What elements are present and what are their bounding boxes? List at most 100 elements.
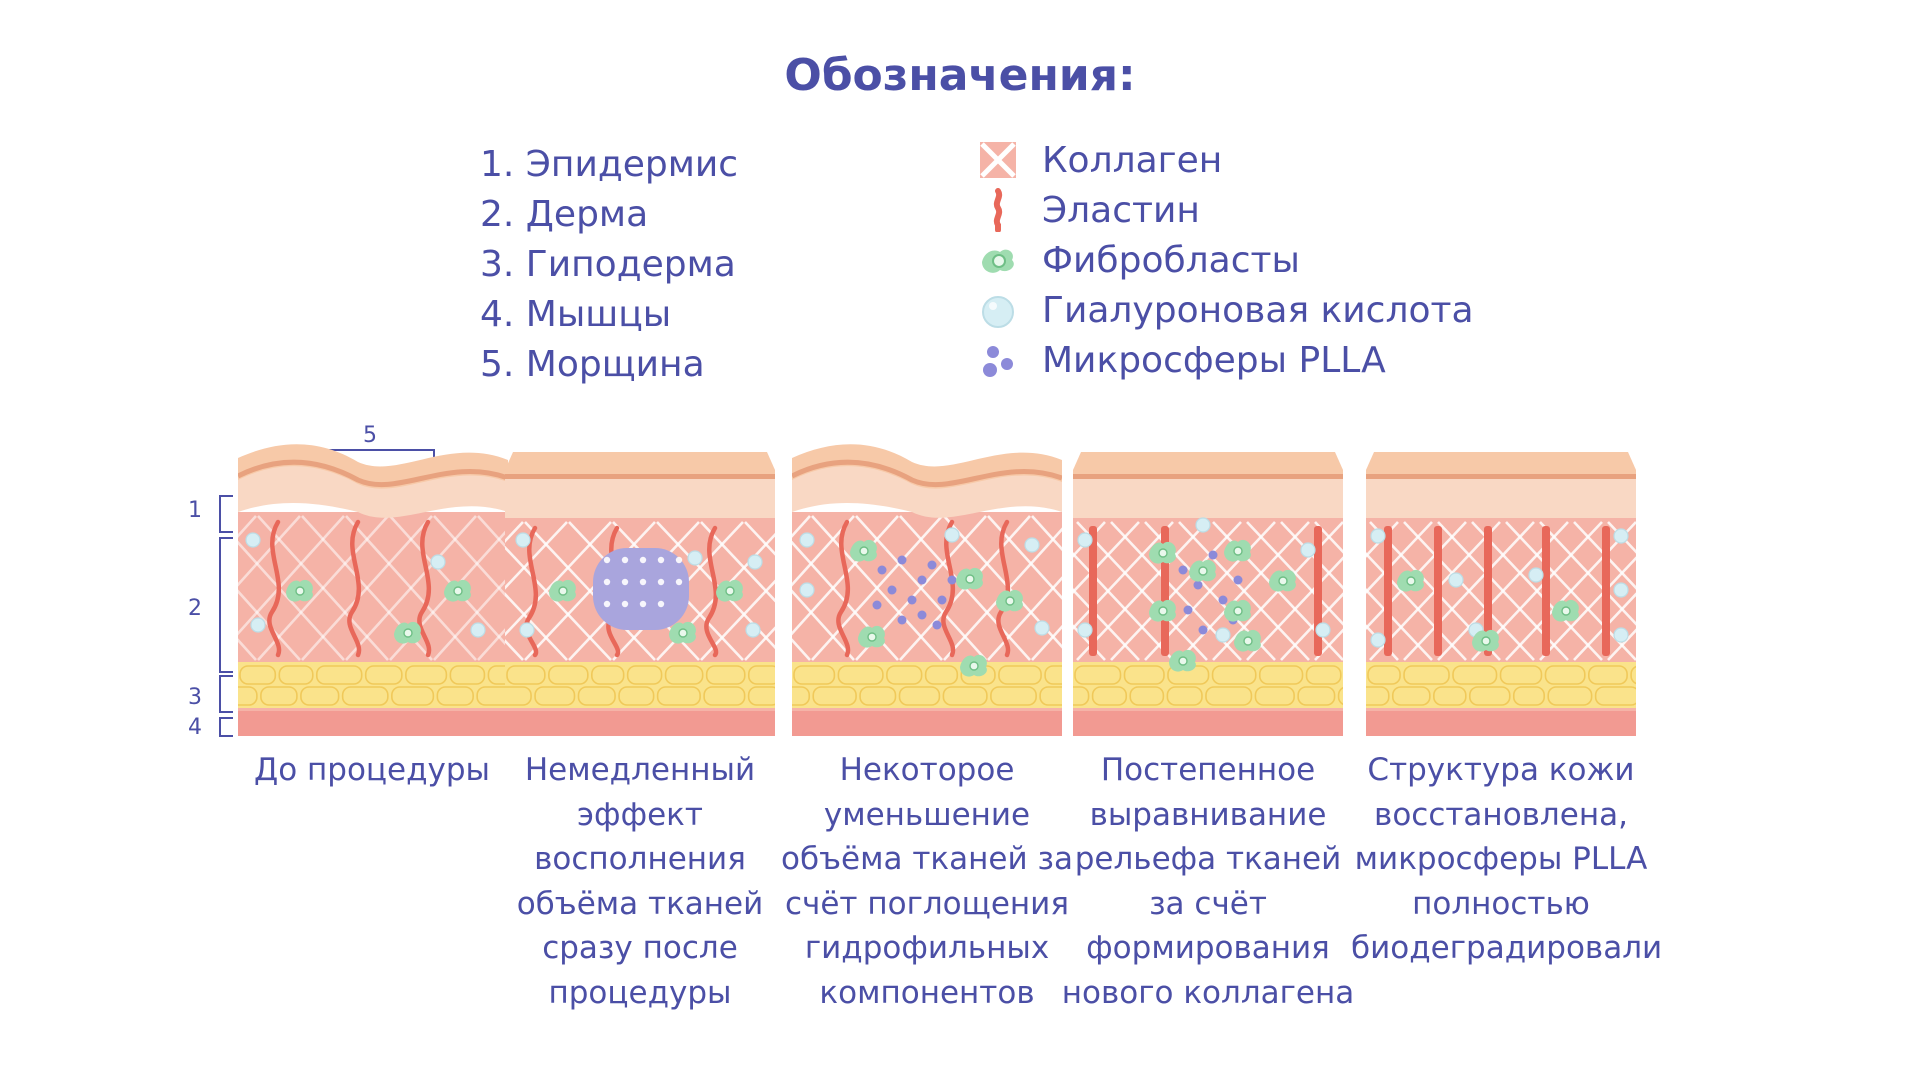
elastin-fiber (1484, 526, 1492, 656)
fat-cell (1044, 665, 1062, 685)
wrinkle-number: 5 (363, 423, 377, 448)
fat-cell (886, 665, 923, 685)
fibroblast-nucleus (1198, 566, 1208, 576)
fat-cell (1499, 665, 1543, 685)
fat-cell (364, 665, 403, 685)
legend-label: Фибробласты (1042, 239, 1300, 281)
fat-cell (924, 665, 959, 685)
plla-microsphere (1233, 575, 1243, 585)
fat-cell (1305, 665, 1342, 685)
fat-cell (1391, 686, 1431, 706)
dermis-layer (792, 512, 1062, 662)
skin-panel-reduction (792, 440, 1062, 740)
muscle-layer (238, 708, 508, 736)
epidermis-lower (792, 466, 1062, 518)
fat-cell (476, 686, 508, 706)
collagen-fiber (744, 626, 775, 661)
collagen-fiber (1403, 521, 1535, 661)
plla-microsphere (887, 585, 897, 595)
scale-bracket-hypodermis (219, 675, 233, 713)
collagen-fiber (1607, 521, 1636, 554)
fat-cell (1091, 686, 1128, 706)
hyaluronic-acid (250, 617, 266, 633)
fat-cell (1123, 665, 1165, 685)
scale-bracket-muscle (219, 717, 233, 737)
fat-cell (1129, 686, 1165, 706)
fat-cell (859, 686, 897, 706)
hyaluronic-acid (747, 554, 763, 570)
elastin-fiber (347, 519, 362, 658)
hyaluronic-acid (1613, 582, 1629, 598)
plla-microsphere (932, 620, 942, 630)
fibroblast-nucleus (1005, 596, 1015, 606)
plla-microsphere (897, 555, 907, 565)
hyaluronic-acid (1034, 620, 1050, 636)
hyaluronic-acid (799, 532, 815, 548)
plla-microsphere (621, 600, 629, 608)
collagen-fiber (700, 579, 775, 661)
hyaluronic-acid (1448, 572, 1464, 588)
hypodermis-layer (238, 662, 508, 708)
legend-label: Микросферы PLLA (1042, 339, 1386, 381)
layer-scale: 1 2 3 4 (188, 495, 233, 740)
fibroblast-nucleus (725, 586, 735, 596)
fat-cell (747, 686, 775, 706)
hyaluronic-acid (245, 532, 261, 548)
legend-item-plla: Микросферы PLLA (976, 335, 1474, 385)
collagen-fiber (477, 624, 508, 661)
fat-cell (260, 686, 298, 706)
fibroblast-nucleus (969, 661, 979, 671)
layer-item-epidermis: 1. Эпидермис (480, 144, 739, 185)
collagen-fiber (987, 576, 1062, 661)
epidermis-lower (1073, 479, 1343, 518)
fat-cell (1039, 686, 1062, 706)
muscle-layer (792, 708, 1062, 736)
plla-microsphere (872, 600, 882, 610)
collagen-fiber (1366, 521, 1399, 558)
legend-item-hyaluronic: Гиалуроновая кислота (976, 285, 1474, 335)
collagen-fiber (1076, 521, 1208, 661)
legend-label: Гиалуроновая кислота (1042, 289, 1474, 331)
fat-cell (793, 665, 836, 685)
layer-item-wrinkle: 5. Морщина (480, 344, 705, 385)
fat-cell (1468, 686, 1511, 706)
hyaluronic-acid-icon (982, 296, 1014, 328)
fat-cell (1366, 686, 1390, 706)
collagen-fiber (1573, 592, 1636, 661)
collagen-fiber (1073, 521, 1140, 594)
scale-bracket-dermis (219, 537, 233, 673)
elastin-fiber (836, 519, 851, 658)
stage-caption-immediate: Немедленный эффект восполнения объёма тк… (516, 752, 764, 1011)
epidermis-line (792, 459, 1062, 488)
collagen-fiber (1573, 521, 1636, 590)
fat-cell (1367, 665, 1401, 685)
collagen-fiber (1314, 628, 1343, 661)
collagen-fiber (1607, 628, 1636, 661)
elastin-fiber (704, 525, 719, 658)
hyaluronic-acid (687, 550, 703, 566)
scale-label-muscle: 4 (188, 715, 202, 740)
elastin-fiber (267, 519, 282, 658)
fat-cell (506, 665, 546, 685)
plla-microsphere (877, 565, 887, 575)
fat-cell (315, 665, 363, 685)
collagen-fiber (1110, 521, 1242, 661)
fat-cell (792, 686, 811, 706)
collagen-fiber (1505, 521, 1636, 661)
legend-title: Обозначения: (784, 50, 1136, 101)
layers-list: 1. Эпидермис 2. Дерма 3. Гиподерма 4. Мы… (480, 140, 738, 390)
fat-cell (1074, 665, 1122, 685)
hyaluronic-acid (745, 622, 761, 638)
fat-cell (391, 686, 435, 706)
fat-cell (703, 686, 746, 706)
plla-microsphere (1183, 605, 1193, 615)
plla-microsphere (1193, 580, 1203, 590)
plla-microsphere (657, 556, 665, 564)
muscle-layer (1073, 708, 1343, 736)
fat-cell (1433, 686, 1467, 706)
hyaluronic-acid (1077, 532, 1093, 548)
hyaluronic-acid (1370, 632, 1386, 648)
plla-depot (593, 548, 689, 630)
epidermis-line (238, 459, 508, 488)
fat-cell (505, 686, 532, 706)
